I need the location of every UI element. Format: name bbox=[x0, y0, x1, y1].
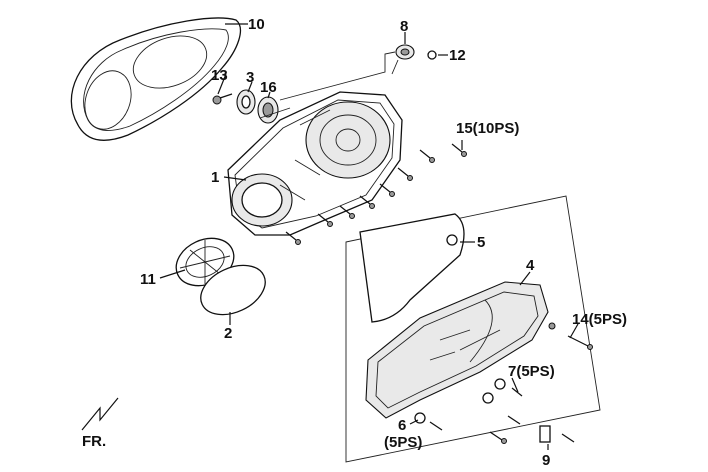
part-14-bolts bbox=[548, 322, 593, 350]
callout-2: 2 bbox=[224, 325, 232, 342]
leader-lines bbox=[159, 23, 579, 450]
callout-13: 13 bbox=[211, 67, 228, 84]
part-6-bolts bbox=[414, 412, 507, 444]
part-12-ring bbox=[427, 50, 437, 60]
callout-5: 5 bbox=[477, 234, 485, 251]
part-16-bearing bbox=[257, 96, 279, 124]
part-13-bolt bbox=[212, 93, 233, 105]
callout-3: 3 bbox=[246, 69, 254, 86]
callout-14-5ps: 14(5PS) bbox=[572, 311, 627, 328]
callout-labels: 10 8 12 13 3 16 15(10PS) 1 5 11 2 4 14(5… bbox=[82, 16, 627, 469]
callout-7-5ps: 7(5PS) bbox=[508, 363, 555, 380]
callout-16: 16 bbox=[260, 79, 277, 96]
callout-6: 6 bbox=[398, 417, 406, 434]
part-2-filter bbox=[200, 264, 266, 316]
callout-9: 9 bbox=[542, 452, 550, 469]
part-5-plate bbox=[359, 213, 465, 323]
callout-11: 11 bbox=[140, 271, 156, 288]
part-7-bolts bbox=[482, 378, 523, 425]
part-8-bushing bbox=[395, 44, 415, 60]
part-4-outer-cover bbox=[365, 281, 549, 419]
callout-1: 1 bbox=[211, 169, 219, 186]
part-9-plug bbox=[539, 425, 575, 443]
part-15-bolts bbox=[285, 143, 467, 245]
callout-6-5ps: (5PS) bbox=[384, 434, 422, 451]
callout-10: 10 bbox=[248, 16, 265, 33]
callout-4: 4 bbox=[526, 257, 535, 274]
part-3-seal bbox=[236, 89, 256, 115]
front-direction-arrow-icon bbox=[81, 397, 119, 431]
callout-15-10ps: 15(10PS) bbox=[456, 120, 519, 137]
orientation-label: FR. bbox=[82, 433, 106, 450]
part-10-gasket bbox=[70, 17, 241, 141]
projection-lines bbox=[259, 51, 399, 119]
callout-8: 8 bbox=[400, 18, 408, 35]
outer-cover-box bbox=[345, 195, 601, 463]
callout-12: 12 bbox=[449, 47, 466, 64]
part-1-inner-cover bbox=[227, 91, 403, 236]
